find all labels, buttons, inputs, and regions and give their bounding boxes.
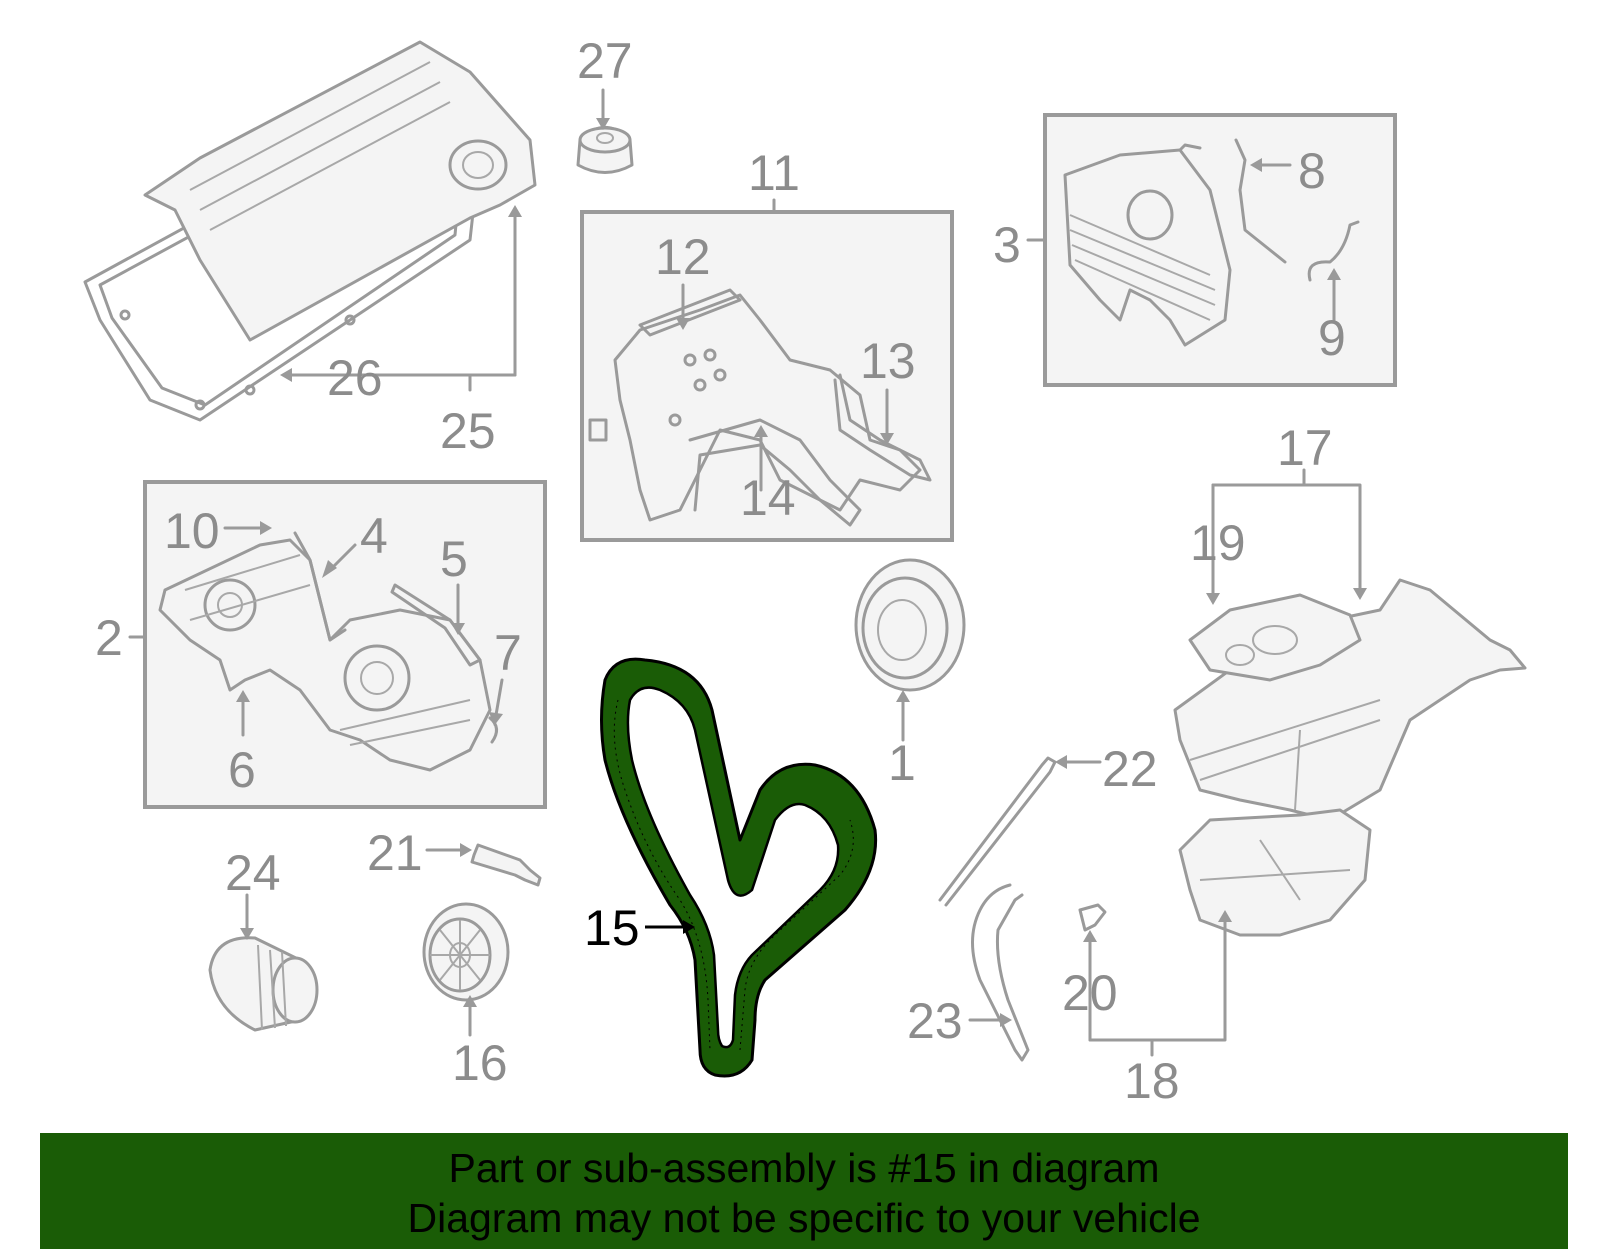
callout-21: 21 (367, 825, 423, 881)
callout-8: 8 (1298, 143, 1326, 199)
front-case-part-12 (588, 293, 922, 522)
callout-14: 14 (740, 470, 796, 526)
valve-cover-part-25 (143, 40, 537, 342)
callout-1: 1 (888, 735, 916, 791)
callout-15: 15 (584, 900, 640, 956)
callout-3: 3 (993, 217, 1021, 273)
gasket-part-13 (833, 373, 932, 482)
oil-pan-lower-part-18 (1178, 808, 1372, 937)
callout-22: 22 (1102, 741, 1158, 797)
callout-26: 26 (327, 350, 383, 406)
callout-17: 17 (1277, 420, 1333, 476)
callout-18: 18 (1124, 1053, 1180, 1109)
callout-5: 5 (440, 531, 468, 587)
oil-filter-part-24 (208, 936, 319, 1032)
parts-diagram: 1 2 3 4 5 6 7 8 9 10 11 12 13 14 15 16 1… (83, 33, 1527, 1109)
timing-belt-part-15 (600, 657, 878, 1078)
callout-24: 24 (225, 845, 281, 901)
callout-10: 10 (164, 503, 220, 559)
callout-13: 13 (860, 333, 916, 389)
hose-part-8 (1234, 138, 1287, 264)
callout-11: 11 (748, 145, 800, 201)
banner-line-disclaimer: Diagram may not be specific to your vehi… (407, 1195, 1201, 1241)
callout-25: 25 (440, 403, 496, 459)
timing-cover-part-3 (1063, 143, 1232, 347)
callout-6: 6 (228, 742, 256, 798)
crank-pulley-part-1 (854, 558, 966, 692)
callout-19: 19 (1190, 515, 1246, 571)
dipstick-part-22 (938, 756, 1057, 907)
banner-line-part-info: Part or sub-assembly is #15 in diagram (448, 1145, 1160, 1191)
gasket-upper-part-12 (638, 288, 742, 337)
gasket-part-4 (293, 531, 347, 642)
gasket-part-14 (688, 418, 862, 527)
hose-part-9 (1307, 220, 1360, 282)
callout-7: 7 (494, 625, 522, 681)
dipstick-tube-part-23 (971, 883, 1030, 1062)
gasket-part-5 (390, 583, 482, 667)
callout-9: 9 (1318, 310, 1346, 366)
oil-pan-upper-part-17 (1173, 578, 1527, 822)
callout-4: 4 (360, 508, 388, 564)
callout-27: 27 (577, 33, 633, 89)
baffle-plate-part-19 (1188, 593, 1362, 682)
callout-20: 20 (1062, 965, 1118, 1021)
callout-12: 12 (655, 229, 711, 285)
callout-16: 16 (452, 1035, 508, 1091)
callout-2: 2 (95, 610, 123, 666)
callout-23: 23 (907, 993, 963, 1049)
oil-cap-part-27 (576, 126, 634, 174)
sprocket-part-16 (422, 902, 510, 1002)
bolt-part-21 (470, 843, 542, 887)
drain-plug-part-20 (1078, 903, 1107, 932)
info-banner: Part or sub-assembly is #15 in diagram D… (40, 1133, 1568, 1249)
leader-lines (128, 88, 1367, 1057)
